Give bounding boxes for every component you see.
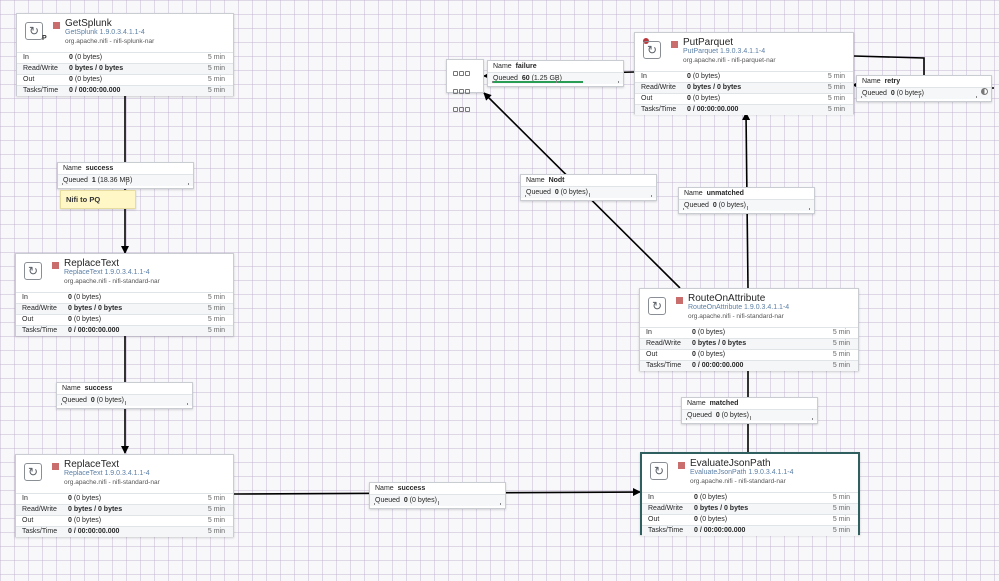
processor-icon: ↻	[643, 41, 661, 59]
processor-icon: ↻	[650, 462, 668, 480]
primary-node-badge: P	[42, 35, 47, 42]
funnel[interactable]	[446, 59, 484, 112]
connection-unmatched[interactable]: Name unmatched Queued 0 (0 bytes)	[678, 187, 815, 214]
processor-icon: ↻	[24, 262, 42, 280]
connection-nodt[interactable]: Name Nodt Queued 0 (0 bytes)	[520, 174, 657, 201]
processor-name: ReplaceText	[64, 459, 120, 470]
load-balance-icon	[981, 88, 988, 95]
processor-type: ReplaceText 1.9.0.3.4.1.1-4	[64, 470, 150, 477]
processor-bundle: org.apache.nifi - nifi-standard-nar	[690, 478, 786, 485]
stopped-icon	[52, 463, 59, 470]
connection-matched[interactable]: Name matched Queued 0 (0 bytes)	[681, 397, 818, 424]
processor-name: GetSplunk	[65, 18, 112, 29]
processor-icon: ↻	[25, 22, 43, 40]
processor-type: EvaluateJsonPath 1.9.0.3.4.1.1-4	[690, 469, 794, 476]
processor-replacetext-1[interactable]: ↻ ReplaceText ReplaceText 1.9.0.3.4.1.1-…	[15, 253, 234, 336]
processor-name: RouteOnAttribute	[688, 293, 766, 304]
processor-name: ReplaceText	[64, 258, 120, 269]
processor-icon: ↻	[648, 297, 666, 315]
stopped-icon	[678, 462, 685, 469]
processor-type: GetSplunk 1.9.0.3.4.1.1-4	[65, 29, 145, 36]
connection-success-replacetext2[interactable]: Name success Queued 0 (0 bytes)	[369, 482, 506, 509]
stopped-icon	[52, 262, 59, 269]
label-note[interactable]: Nifi to PQ	[60, 190, 136, 209]
processor-type: RouteOnAttribute 1.9.0.3.4.1.1-4	[688, 304, 790, 311]
funnel-icon	[452, 64, 474, 118]
stopped-icon	[671, 41, 678, 48]
processor-type: ReplaceText 1.9.0.3.4.1.1-4	[64, 269, 150, 276]
queue-fill-bar	[493, 81, 583, 83]
connection-retry[interactable]: Name retry Queued 0 (0 bytes)	[856, 75, 992, 102]
processor-name: EvaluateJsonPath	[690, 458, 771, 469]
processor-type: PutParquet 1.9.0.3.4.1.1-4	[683, 48, 766, 55]
processor-bundle: org.apache.nifi - nifi-parquet-nar	[683, 57, 776, 64]
processor-bundle: org.apache.nifi - nifi-splunk-nar	[65, 38, 155, 45]
processor-icon: ↻	[24, 463, 42, 481]
stopped-icon	[53, 22, 60, 29]
connection-success-replacetext1[interactable]: Name success Queued 0 (0 bytes)	[56, 382, 193, 409]
connection-failure[interactable]: Name failure Queued 60 (1.25 GB)	[487, 60, 624, 87]
stopped-icon	[676, 297, 683, 304]
processor-getsplunk[interactable]: ↻ P GetSplunk GetSplunk 1.9.0.3.4.1.1-4 …	[16, 13, 234, 96]
processor-putparquet[interactable]: ↻ PutParquet PutParquet 1.9.0.3.4.1.1-4 …	[634, 32, 854, 115]
processor-evaluatejsonpath[interactable]: ↻ EvaluateJsonPath EvaluateJsonPath 1.9.…	[640, 452, 860, 536]
processor-name: PutParquet	[683, 37, 734, 48]
processor-bundle: org.apache.nifi - nifi-standard-nar	[64, 278, 160, 285]
processor-bundle: org.apache.nifi - nifi-standard-nar	[64, 479, 160, 486]
processor-routeonattribute[interactable]: ↻ RouteOnAttribute RouteOnAttribute 1.9.…	[639, 288, 859, 371]
connection-success-getsplunk[interactable]: Name success Queued 1 (18.36 MB)	[57, 162, 194, 189]
processor-replacetext-2[interactable]: ↻ ReplaceText ReplaceText 1.9.0.3.4.1.1-…	[15, 454, 234, 537]
processor-bundle: org.apache.nifi - nifi-standard-nar	[688, 313, 784, 320]
